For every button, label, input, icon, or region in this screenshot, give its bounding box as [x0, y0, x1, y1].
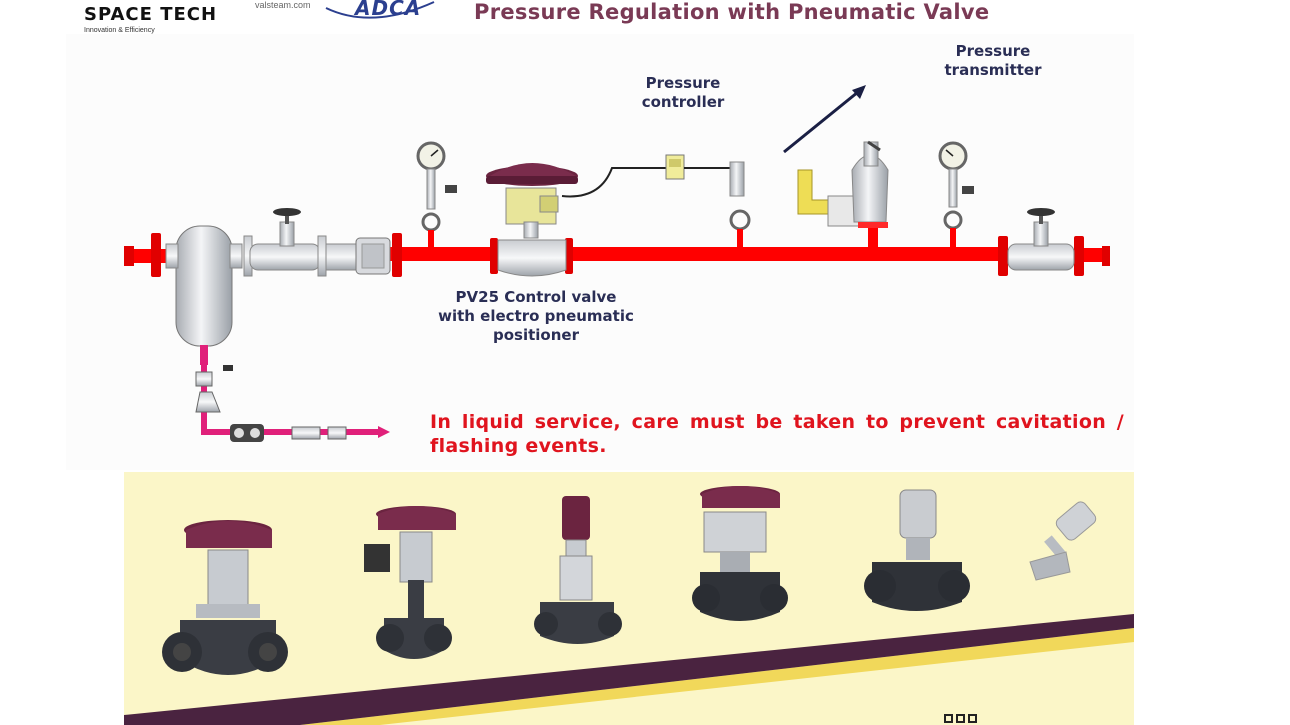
- brand-tagline: Innovation & Efficiency: [84, 27, 155, 34]
- gallery-art: [124, 486, 1134, 725]
- pressure-controller-label: Pressure controller: [641, 74, 725, 111]
- product-control-valve-2: [364, 506, 456, 659]
- product-control-valve-3: [534, 496, 622, 644]
- isolation-valve-outlet: [1007, 208, 1075, 271]
- cavitation-warning: In liquid service, care must be taken to…: [430, 411, 1124, 457]
- isolation-valve-inlet: [243, 208, 327, 277]
- pipe-flanges: [151, 233, 1084, 277]
- partner-logo: ADCA: [355, 0, 422, 20]
- diagram-panel: Pressure transmitter Pressure controller…: [66, 34, 1134, 470]
- product-control-valve-1: [162, 520, 288, 675]
- brand-name: SPACE TECH: [84, 4, 218, 25]
- partner-site: valsteam.com: [255, 0, 311, 10]
- page-title: Pressure Regulation with Pneumatic Valve: [474, 0, 990, 24]
- stripe-purple: [124, 614, 1134, 725]
- control-valve-label: PV25 Control valve with electro pneumati…: [438, 288, 634, 344]
- drain-line: [195, 360, 390, 442]
- strainer: [325, 237, 391, 275]
- brand-logo: SPACE TECH Innovation & Efficiency: [84, 4, 217, 34]
- pressure-gauge-2: [938, 141, 974, 248]
- product-control-valve-4: [692, 486, 788, 621]
- signal-line: [561, 167, 666, 198]
- transmitter-pointer-arrow: [783, 85, 866, 154]
- safety-relief-valve: [797, 140, 889, 248]
- pressure-transmitter-label: Pressure transmitter: [944, 42, 1042, 79]
- product-control-valve-5: [864, 489, 970, 611]
- qr-code-icon: [944, 714, 977, 723]
- pressure-controller-device: [665, 154, 751, 249]
- pv25-control-valve: [486, 163, 578, 277]
- separator-vessel: [165, 225, 243, 365]
- pressure-gauge-1: [416, 141, 457, 248]
- product-angle-seat-valve: [1029, 501, 1097, 581]
- partner-swoosh-icon: [325, 1, 435, 19]
- product-gallery: [124, 472, 1134, 725]
- pipeline-diagram: [124, 85, 1110, 442]
